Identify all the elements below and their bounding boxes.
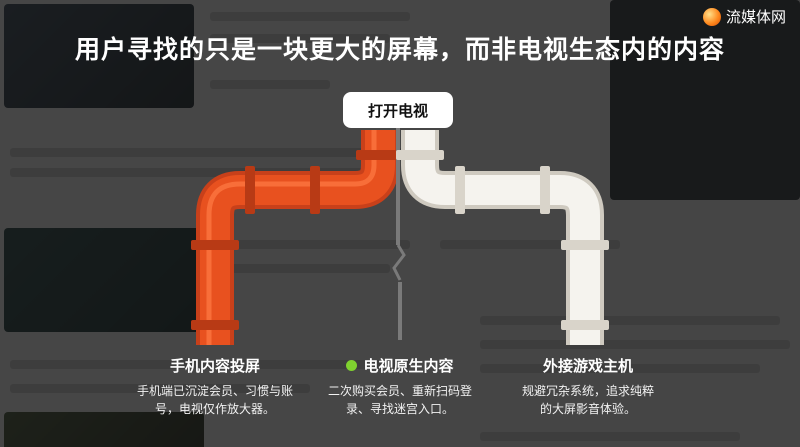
pipe-left-orange xyxy=(191,130,404,345)
status-dot-icon xyxy=(346,360,358,371)
brand-logo-text: 流媒体网 xyxy=(725,8,786,26)
branch-title: 外接游戏主机 xyxy=(542,357,633,375)
source-node-open-tv: 打开电视 xyxy=(343,92,453,128)
source-node-label: 打开电视 xyxy=(367,101,428,120)
branch-description: 规避冗杂系统，追求纯粹 的大屏影音体验。 xyxy=(521,384,654,416)
branch-caption-game-console: 外接游戏主机 规避冗杂系统，追求纯粹 的大屏影音体验。 xyxy=(518,355,658,418)
branch-description: 二次购买会员、重新扫码登 录、寻找迷宫入口。 xyxy=(327,384,472,416)
branch-title: 手机内容投屏 xyxy=(169,357,260,375)
brand-logo-icon xyxy=(702,7,721,26)
branch-caption-screen-mirroring: 手机内容投屏 手机端已沉淀会员、习惯与账 号，电视仅作放大器。 xyxy=(130,355,300,418)
branch-caption-native-tv-content: 电视原生内容 二次购买会员、重新扫码登 录、寻找迷宫入口。 xyxy=(320,355,480,418)
slide-title: 用户寻找的只是一块更大的屏幕，而非电视生态内的内容 xyxy=(74,35,725,64)
branch-title: 电视原生内容 xyxy=(363,357,454,375)
branch-description: 手机端已沉淀会员、习惯与账 号，电视仅作放大器。 xyxy=(136,384,293,416)
pipe-right-white xyxy=(396,130,609,345)
pipe-middle-broken xyxy=(392,128,406,340)
brand-logo: 流媒体网 xyxy=(702,6,786,27)
